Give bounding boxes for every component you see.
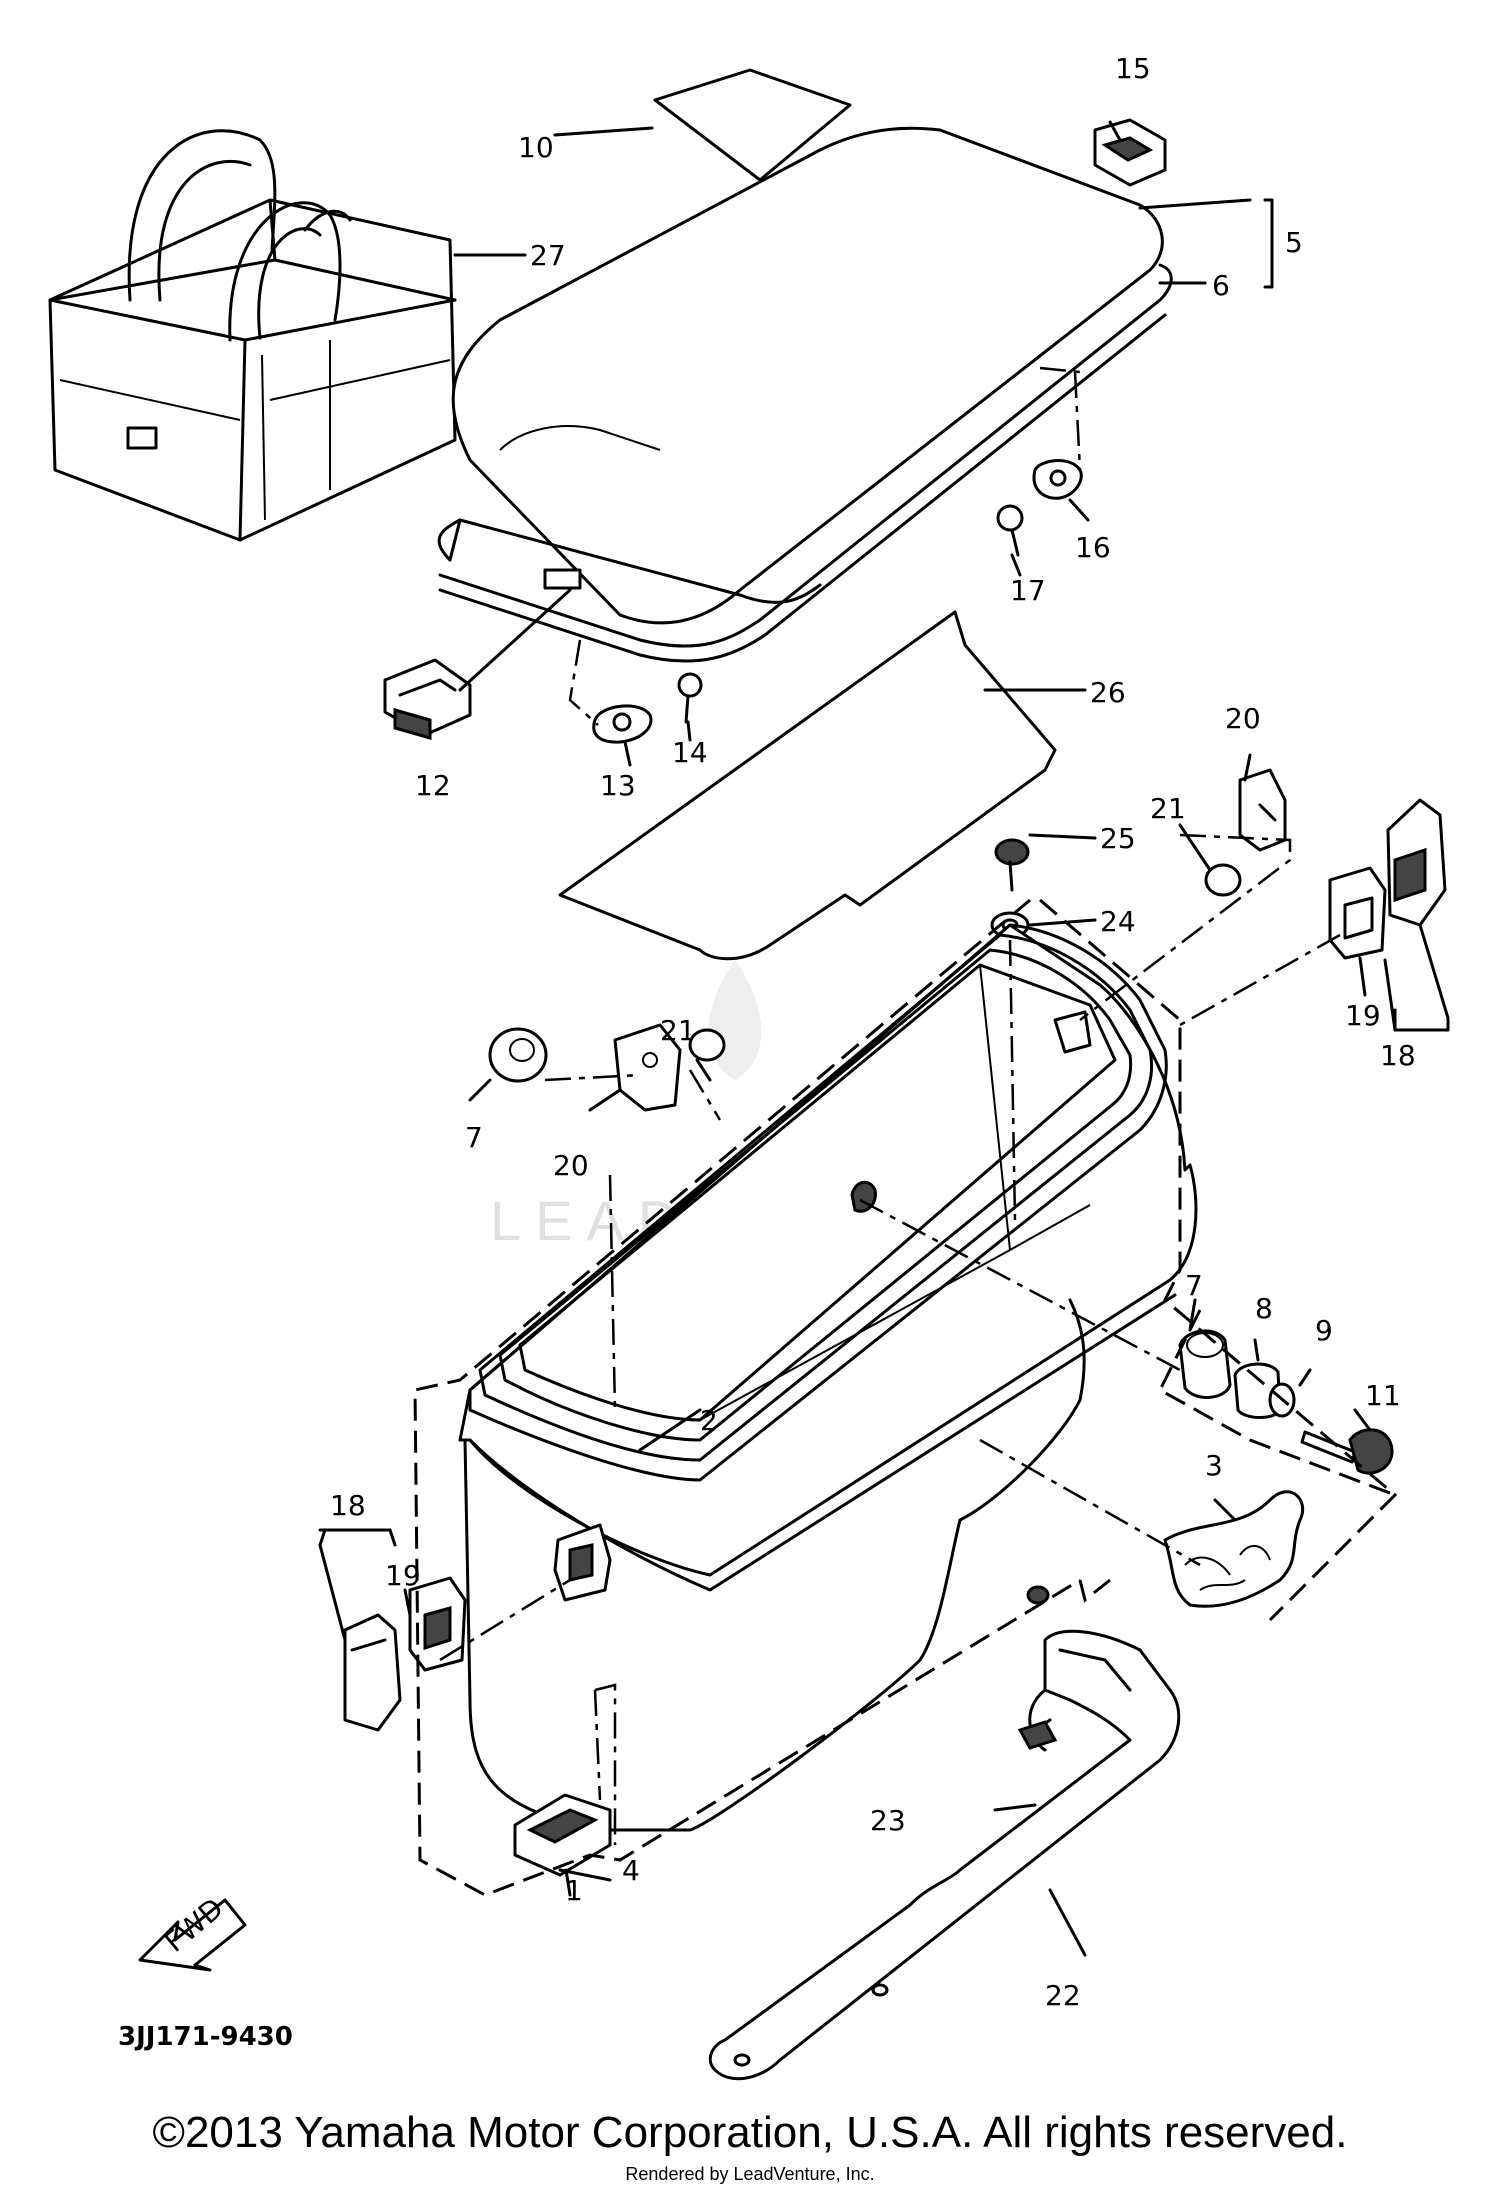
watermark-flame-icon — [708, 960, 762, 1080]
callout-13: 13 — [600, 769, 636, 802]
callout-6: 6 — [1212, 269, 1230, 302]
assembly-1-outline-left — [413, 898, 1081, 1897]
bumper-4-part — [513, 1793, 612, 1877]
pad-23-part — [1017, 1720, 1058, 1750]
grommet-7-right-part — [1178, 1329, 1232, 1399]
callout-19-left: 19 — [385, 1559, 421, 1592]
hinge-plate-13-part — [592, 704, 653, 744]
lid-latch-15-part — [1093, 118, 1167, 187]
callout-12: 12 — [415, 769, 451, 802]
callout-20-right: 20 — [1225, 702, 1261, 735]
callout-15: 15 — [1115, 52, 1151, 85]
bolt-11-part — [1300, 1428, 1394, 1475]
bolt-group-outline — [1158, 1309, 1396, 1497]
copyright-notice: ©2013 Yamaha Motor Corporation, U.S.A. A… — [152, 2108, 1348, 2157]
callout-7-left: 7 — [465, 1121, 483, 1154]
callout-19-right: 19 — [1345, 999, 1381, 1032]
callout-21-right: 21 — [1150, 792, 1186, 825]
travel-bag-part — [48, 129, 457, 542]
hinge-plate-16-part — [1032, 459, 1083, 500]
callout-20-left: 20 — [553, 1149, 589, 1182]
assembly-1-outline — [1039, 898, 1398, 1622]
callout-11: 11 — [1365, 1379, 1401, 1412]
callout-18-right: 18 — [1380, 1039, 1416, 1072]
lid-decal-part — [653, 68, 852, 182]
screw-14-part — [677, 672, 703, 724]
callout-25: 25 — [1100, 822, 1136, 855]
front-latch-12-part — [383, 658, 472, 740]
callout-23: 23 — [870, 1804, 906, 1837]
callout-18-left: 18 — [330, 1489, 366, 1522]
callout-5: 5 — [1285, 226, 1303, 259]
forward-arrow-icon: FWD — [138, 1891, 247, 1972]
latch-base-19-left-part — [408, 1576, 467, 1672]
callout-16: 16 — [1075, 531, 1111, 564]
liner-mat-part — [558, 610, 1057, 961]
callout-10: 10 — [518, 131, 554, 164]
callout-9: 9 — [1315, 1314, 1333, 1347]
leader-lines — [318, 120, 1450, 1957]
assembly-1-outline-lower — [1078, 1578, 1111, 1603]
damper-21-right-part — [1204, 863, 1242, 897]
latch-18-left-part — [343, 1613, 402, 1732]
callout-21-left: 21 — [660, 1014, 696, 1047]
callout-24: 24 — [1100, 905, 1136, 938]
callout-22: 22 — [1045, 1979, 1081, 2012]
callout-17: 17 — [1010, 574, 1046, 607]
grommet-7-left-part — [488, 1027, 548, 1083]
callout-1: 1 — [565, 1874, 583, 1907]
callout-2: 2 — [700, 1404, 718, 1437]
emblem-3-part — [1163, 1490, 1305, 1608]
callout-labels: 1 2 3 4 5 6 7 7 8 9 10 11 12 13 14 15 16… — [330, 52, 1416, 2012]
callout-27: 27 — [530, 239, 566, 272]
callout-3: 3 — [1205, 1449, 1223, 1482]
latch-18-right-part — [1386, 798, 1447, 927]
rendered-by-notice: Rendered by LeadVenture, Inc. — [625, 2164, 875, 2184]
callout-14: 14 — [672, 736, 708, 769]
bolt-25-part — [994, 838, 1030, 892]
callout-8: 8 — [1255, 1292, 1273, 1325]
callout-26: 26 — [1090, 676, 1126, 709]
latch-base-19-right-part — [1328, 866, 1387, 960]
callout-4: 4 — [622, 1854, 640, 1887]
diagram-code: 3JJ171-9430 — [118, 2022, 293, 2052]
screw-17-part — [996, 504, 1024, 557]
saddlebag-lid-part — [437, 126, 1173, 663]
callout-7-right: 7 — [1185, 1269, 1203, 1302]
damper-21-left-part — [688, 1028, 726, 1062]
